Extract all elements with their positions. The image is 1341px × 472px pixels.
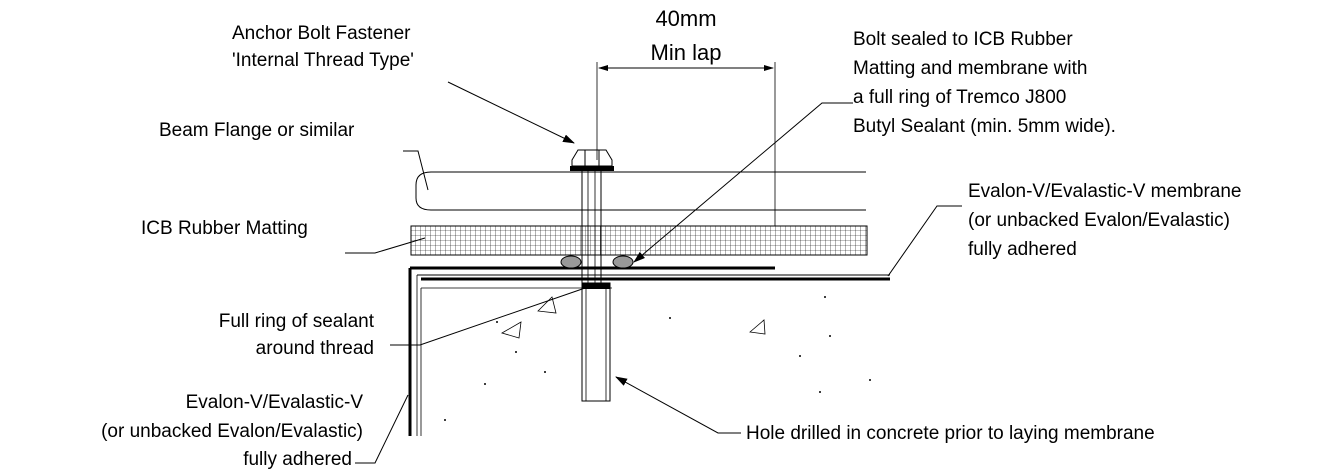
label-evalon-left-line2: (or unbacked Evalon/Evalastic) xyxy=(101,421,363,442)
beam-flange xyxy=(415,171,866,211)
label-full-ring-line2: around thread xyxy=(256,338,374,359)
rubber-matting xyxy=(410,225,868,256)
label-evalon-right-line1: Evalon-V/Evalastic-V membrane xyxy=(968,181,1242,202)
evalon-membrane xyxy=(408,266,890,436)
label-rubber-matting: ICB Rubber Matting xyxy=(141,218,308,239)
label-evalon-right-line2: (or unbacked Evalon/Evalastic) xyxy=(968,210,1230,231)
dimension-40mm-min-lap: 40mm Min lap xyxy=(596,6,776,226)
leader-lines xyxy=(345,81,962,464)
dimension-label: Min lap xyxy=(651,40,722,65)
anchor-bolt xyxy=(560,149,634,402)
label-anchor-bolt-line2: 'Internal Thread Type' xyxy=(232,50,414,71)
label-hole-drilled: Hole drilled in concrete prior to laying… xyxy=(746,423,1155,444)
callout-labels: Anchor Bolt Fastener 'Internal Thread Ty… xyxy=(101,23,1241,470)
label-evalon-left-line1: Evalon-V/Evalastic-V xyxy=(186,392,364,413)
label-bolt-sealed-line1: Bolt sealed to ICB Rubber xyxy=(853,29,1073,50)
label-evalon-left-line3: fully adhered xyxy=(243,449,352,470)
label-bolt-sealed-line2: Matting and membrane with xyxy=(853,58,1087,79)
label-beam-flange: Beam Flange or similar xyxy=(159,120,355,141)
label-anchor-bolt-line1: Anchor Bolt Fastener xyxy=(232,23,411,44)
label-bolt-sealed-line3: a full ring of Tremco J800 xyxy=(853,87,1066,108)
label-evalon-right-line3: fully adhered xyxy=(968,239,1077,260)
label-full-ring-line1: Full ring of sealant xyxy=(219,311,375,332)
dimension-value: 40mm xyxy=(655,6,716,31)
concrete-substrate xyxy=(444,296,871,421)
label-bolt-sealed-line4: Butyl Sealant (min. 5mm wide). xyxy=(853,116,1116,137)
